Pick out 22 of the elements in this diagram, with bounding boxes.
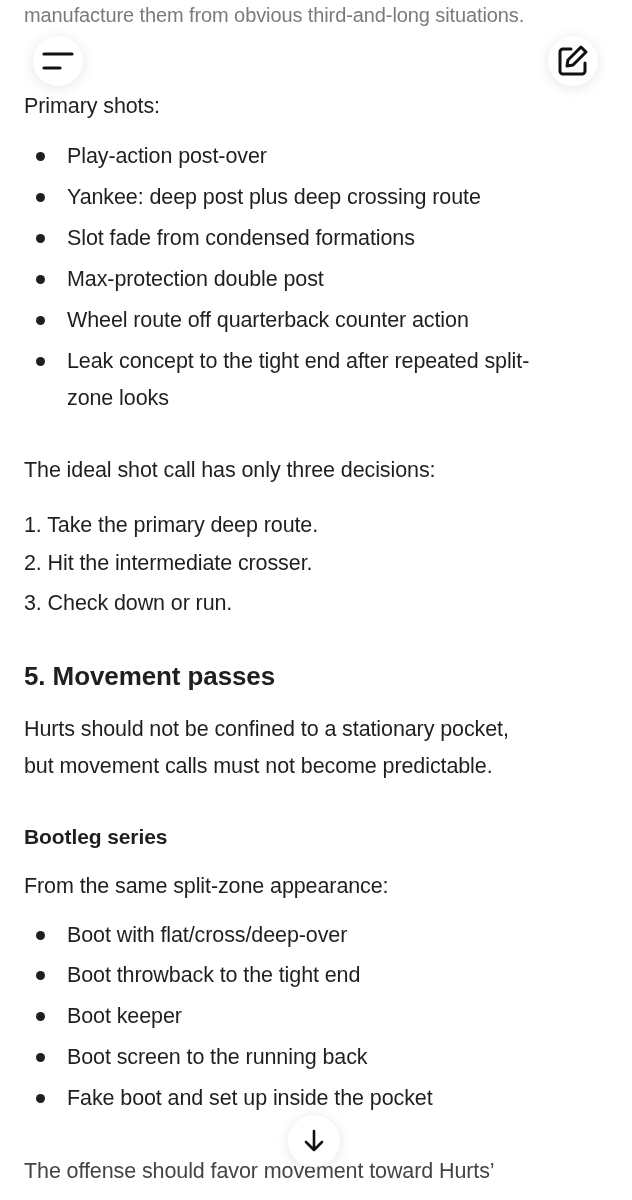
list-item-text: Boot keeper: [67, 1003, 183, 1030]
list-item-text: Max-protection double post: [67, 266, 325, 293]
paragraph-text: From the same split-zone appearance:: [24, 873, 390, 900]
numbered-item-text: 3. Check down or run.: [24, 590, 234, 617]
paragraph-text: The offense should favor movement toward Hurts’: [24, 1158, 496, 1185]
list-item-text: Boot with flat/cross/deep-over: [67, 922, 349, 949]
list-item-text: Wheel route off quarterback counter action: [67, 307, 470, 334]
paragraph-text: manufacture them from obvious third-and-long situations.: [24, 3, 526, 28]
list-item-text: Play-action post-over: [67, 143, 268, 170]
list-item-text: Boot throwback to the tight end: [67, 962, 362, 989]
list-item-text: Slot fade from condensed formations: [67, 225, 416, 252]
list-item-text: Fake boot and set up inside the pocket: [67, 1085, 434, 1112]
subsection-heading: Bootleg series: [24, 824, 169, 850]
section-heading: 5. Movement passes: [24, 660, 277, 693]
paragraph-text: Primary shots:: [24, 93, 161, 120]
list-item-text: Yankee: deep post plus deep crossing route: [67, 184, 482, 211]
numbered-item-text: 1. Take the primary deep route.: [24, 512, 320, 539]
paragraph-text: Hurts should not be confined to a stationary pocket, but movement calls must not become predictable.: [24, 716, 510, 780]
list-item-text: Boot screen to the running back: [67, 1044, 369, 1071]
paragraph-text: The ideal shot call has only three decisions:: [24, 457, 437, 484]
numbered-item-text: 2. Hit the intermediate crosser.: [24, 550, 314, 577]
list-item-text: Leak concept to the tight end after repeated split-zone looks: [67, 348, 531, 412]
